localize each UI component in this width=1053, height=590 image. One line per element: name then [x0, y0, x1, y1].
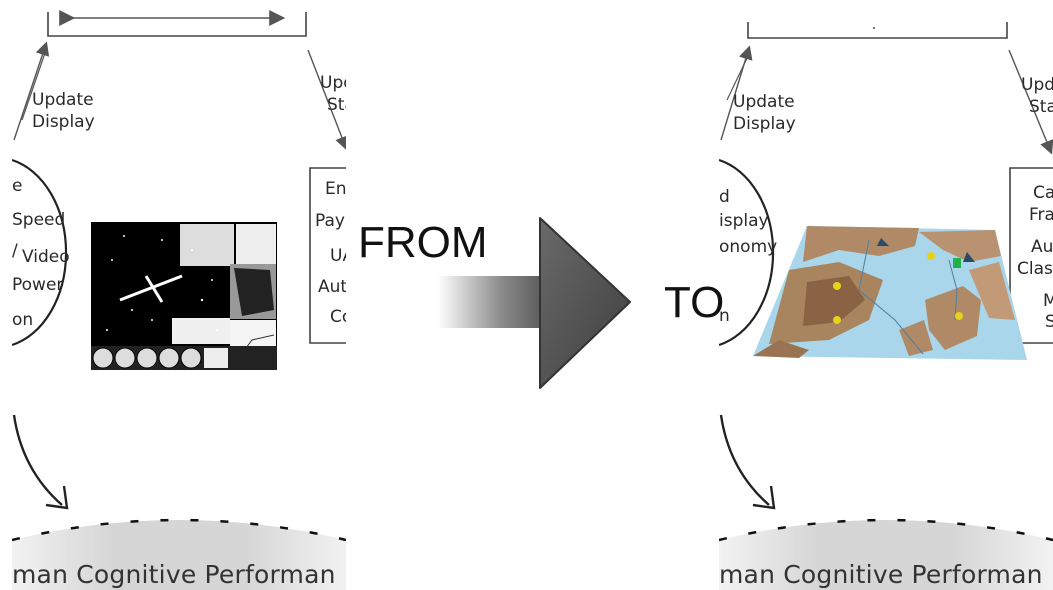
circle-label: n	[719, 306, 730, 326]
circle-label: Video	[22, 247, 70, 267]
from-label: FROM	[358, 218, 488, 267]
to-panel: Update Display Upd Sta d isplay onomy n …	[719, 0, 1053, 590]
from-diagram-graphics	[12, 10, 346, 590]
box-label: Fra	[1029, 205, 1053, 225]
to-diagram-graphics	[719, 22, 1053, 590]
update-display-label-line2: Display	[32, 112, 95, 132]
circle-label: Speed	[12, 210, 66, 230]
box-label: Aut	[318, 277, 346, 297]
circle-label: onomy	[719, 237, 778, 257]
update-display-label-line2: Display	[733, 114, 796, 134]
box-label: En	[325, 179, 346, 199]
update-display-label-line1: Update	[733, 92, 795, 112]
from-panel: Update Display Upd Sta e Speed / Video P…	[12, 0, 346, 590]
circle-label: e	[12, 176, 23, 196]
circle-label: on	[12, 310, 34, 330]
update-display-label-line1: Update	[32, 90, 94, 110]
update-state-label-line2: Sta	[327, 95, 346, 115]
box-label: S	[1045, 312, 1053, 332]
3d-terrain-map-image	[753, 226, 1027, 360]
human-cognitive-performance-label: man Cognitive Performan	[719, 560, 1043, 589]
update-state-label-line1: Upd	[320, 73, 346, 93]
box-label: UA	[330, 246, 346, 266]
circle-label: /	[12, 241, 18, 261]
box-label: Pay	[315, 211, 345, 231]
box-label: Clas	[1017, 259, 1053, 279]
human-cognitive-performance-label: man Cognitive Performan	[12, 560, 336, 589]
circle-label: d	[719, 187, 730, 207]
box-label: Au	[1031, 237, 1053, 257]
uav-control-display-image	[91, 222, 277, 370]
circle-label: Power	[12, 275, 64, 295]
box-label: Co	[330, 307, 346, 327]
update-state-label-line2: Sta	[1029, 97, 1053, 117]
box-label: Ca	[1033, 183, 1053, 203]
circle-label: isplay	[719, 211, 769, 231]
box-label: M	[1043, 291, 1053, 311]
update-state-label-line1: Upd	[1021, 75, 1053, 95]
to-label: TO	[664, 278, 725, 327]
